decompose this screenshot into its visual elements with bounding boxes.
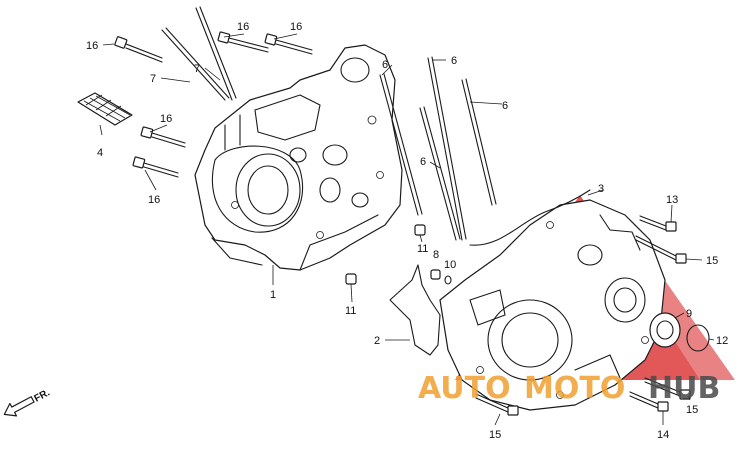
- front-direction-arrow: FR.: [3, 387, 52, 417]
- stud-7-right: [195, 6, 237, 101]
- bolt-16-top-left: [114, 36, 163, 63]
- callout-6-d: 6: [420, 156, 426, 168]
- stud-6-d: [419, 106, 461, 241]
- stud-6-a: [379, 73, 423, 216]
- callout-16-a: 16: [86, 40, 98, 52]
- callout-14: 14: [657, 429, 669, 441]
- callout-16-d: 16: [160, 113, 172, 125]
- bolt-16-top-right: [264, 33, 313, 55]
- stud-7-left: [161, 27, 230, 101]
- watermark-part1: AUTO: [418, 371, 511, 406]
- callout-2: 2: [374, 335, 380, 347]
- callout-8: 8: [433, 249, 439, 261]
- callout-15-a: 15: [706, 255, 718, 267]
- callout-12: 12: [716, 335, 728, 347]
- pin-8: [430, 269, 441, 280]
- right-crankcase: [439, 199, 666, 411]
- watermark-part3: HUB: [648, 371, 720, 406]
- callout-11-a: 11: [417, 243, 428, 255]
- stud-6-c: [461, 78, 497, 206]
- side-bracket: [389, 264, 441, 356]
- callout-6-a: 6: [382, 59, 388, 71]
- callout-1: 1: [270, 289, 276, 301]
- callout-15-b: 15: [686, 404, 698, 416]
- dowel-11-lower: [345, 273, 357, 285]
- bolt-16-low-left: [132, 156, 179, 178]
- callout-11-b: 11: [345, 305, 356, 317]
- bolt-13: [639, 215, 677, 232]
- callout-9: 9: [686, 308, 692, 320]
- leader-lines: [99, 33, 715, 426]
- callout-16-e: 16: [148, 194, 160, 206]
- callout-15-c: 15: [489, 429, 501, 441]
- bolt-15-right: [635, 235, 687, 264]
- callout-6-c: 6: [502, 100, 508, 112]
- oil-screen-4: [77, 92, 133, 126]
- hose-3: [469, 189, 591, 246]
- bolt-15-bottom: [475, 393, 519, 416]
- bolt-15-bottom-right: [644, 377, 691, 400]
- callout-16-c: 16: [290, 21, 302, 33]
- circlip-12: [686, 324, 710, 352]
- bolt-14: [629, 391, 669, 412]
- dowel-11-upper: [414, 224, 426, 236]
- callout-4: 4: [97, 147, 103, 159]
- callout-labels: 16 16 16 7 7 4 16 16 6 6 6 6 1 11 11 8 1…: [86, 21, 728, 441]
- o-ring-10: [444, 275, 452, 285]
- stud-6-b: [427, 56, 467, 241]
- callout-7-b: 7: [194, 63, 200, 75]
- callout-3: 3: [598, 183, 604, 195]
- left-crankcase: [194, 44, 403, 271]
- bolt-16-top-mid: [217, 31, 269, 53]
- callout-6-b: 6: [451, 55, 457, 67]
- watermark-text: AUTO MOTO HUB: [418, 371, 720, 406]
- oil-seal-9: [649, 312, 681, 348]
- callout-13: 13: [666, 194, 678, 206]
- callout-7-a: 7: [150, 73, 156, 85]
- watermark-part2: MOTO: [524, 371, 625, 406]
- callout-10: 10: [444, 259, 456, 271]
- callout-16-b: 16: [237, 21, 249, 33]
- direction-label: FR.: [32, 387, 52, 404]
- bolt-16-mid-left: [140, 126, 186, 148]
